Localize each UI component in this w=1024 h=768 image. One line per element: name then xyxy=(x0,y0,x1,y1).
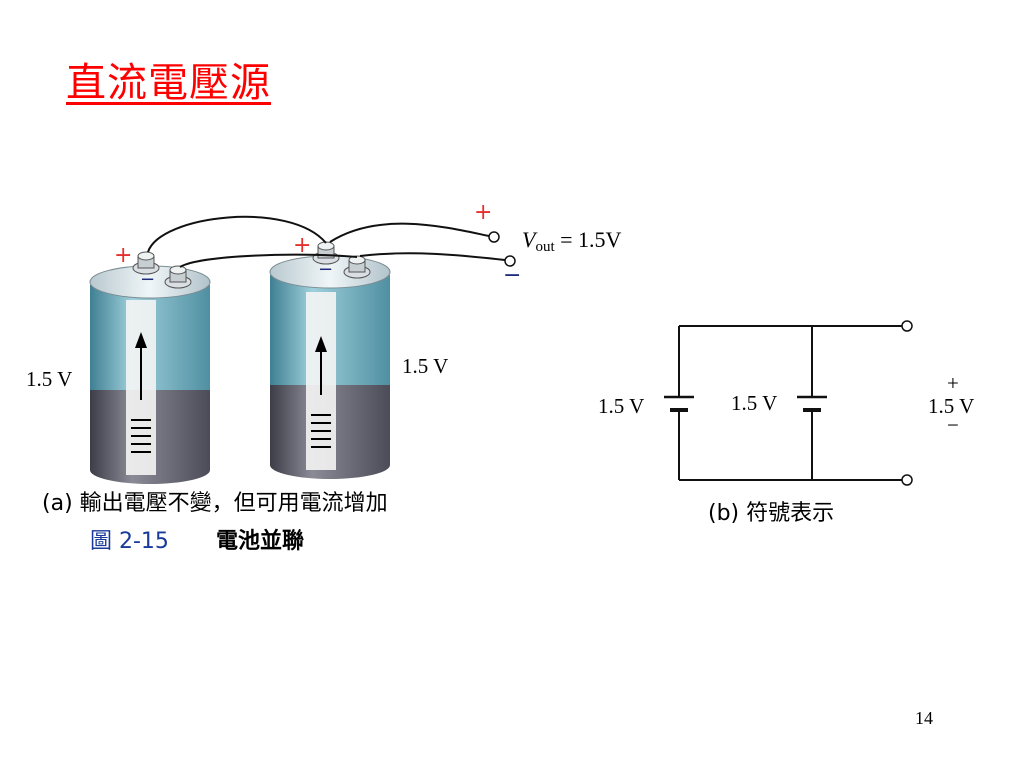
page-number: 14 xyxy=(915,708,933,728)
schematic-battery-2-voltage: 1.5 V xyxy=(731,391,777,415)
polarity-minus-left: − xyxy=(140,269,155,290)
battery-right xyxy=(269,241,391,479)
polarity-plus-output: + xyxy=(474,200,492,225)
polarity-minus-output: − xyxy=(503,263,521,288)
schematic xyxy=(664,325,902,481)
vout-label: Vout = 1.5V xyxy=(522,227,622,255)
schematic-output-voltage: 1.5 V xyxy=(928,394,974,418)
slide-title: 直流電壓源 xyxy=(66,60,271,106)
battery-left-voltage: 1.5 V xyxy=(26,367,72,391)
polarity-plus-right: + xyxy=(293,233,311,258)
schematic-output-minus: − xyxy=(947,413,959,437)
polarity-plus-left: + xyxy=(114,243,132,268)
figure-title: 電池並聯 xyxy=(216,528,304,554)
caption-a: (a) 輸出電壓不變，但可用電流增加 xyxy=(42,491,388,516)
vout-value: = 1.5V xyxy=(555,227,622,252)
battery-pictorial: + + + − − − 1.5 V 1.5 V Vout = 1.5V (a) … xyxy=(26,200,622,516)
output-terminal-plus xyxy=(488,231,500,243)
connecting-wires xyxy=(147,215,506,268)
schematic-terminal-bottom xyxy=(901,474,913,486)
figure-number: 圖 2-15 xyxy=(90,529,169,554)
output-terminal-minus xyxy=(504,255,516,267)
battery-left xyxy=(89,251,211,484)
schematic-output-plus: + xyxy=(947,371,959,395)
polarity-minus-right: − xyxy=(318,259,333,280)
schematic-battery-1-voltage: 1.5 V xyxy=(598,394,644,418)
schematic-terminal-top xyxy=(901,320,913,332)
battery-right-voltage: 1.5 V xyxy=(402,354,448,378)
vout-subscript: out xyxy=(535,239,555,255)
caption-b: (b) 符號表示 xyxy=(708,501,834,526)
vout-symbol: V xyxy=(522,227,538,252)
